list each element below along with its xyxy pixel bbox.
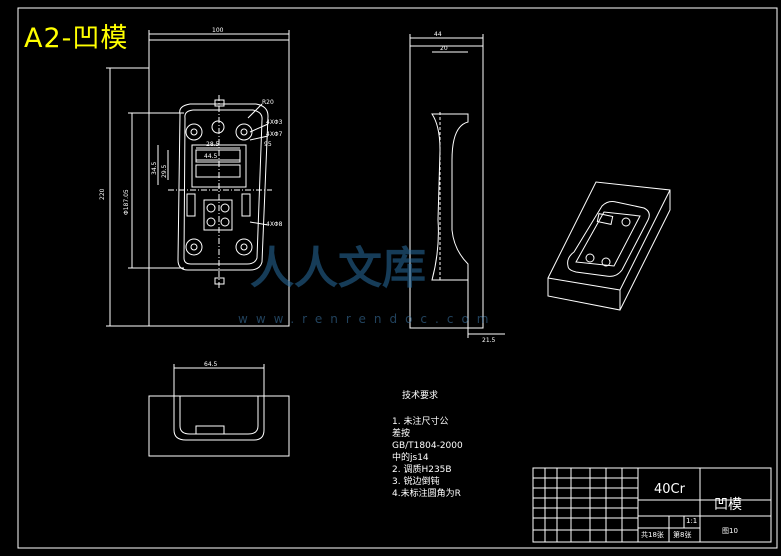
dim-side-20: 20 — [440, 45, 448, 52]
dim-bottom-64: 64.5 — [204, 361, 218, 368]
front-view — [106, 30, 290, 327]
notes-item: 中的js14 — [392, 453, 429, 463]
dim-44-5: 44.5 — [204, 153, 218, 160]
sheet-border — [17, 7, 778, 549]
side-view — [409, 34, 505, 338]
technical-notes: 技术要求 1. 未注尺寸公 差按 GB/T1804-2000 中的js14 2.… — [392, 390, 463, 500]
dim-hole-4x-b: 4XΦ7 — [266, 131, 283, 138]
dim-hole-4x-a: 4XΦ3 — [266, 119, 283, 126]
dim-34-5: 34.5 — [151, 161, 158, 175]
title-block-part-name: 凹模 — [714, 497, 742, 513]
title-block-scale: 1:1 — [686, 517, 698, 525]
dim-95: 95 — [264, 141, 272, 148]
notes-heading: 技术要求 — [402, 391, 439, 401]
title-block — [532, 467, 772, 543]
notes-item: 2. 调质H235B — [392, 465, 452, 475]
title-block-drawing-no: 图10 — [722, 527, 738, 535]
title-block-sheet-total: 共18张 — [641, 531, 664, 539]
notes-item: 4.未标注圆角为R — [392, 489, 461, 499]
notes-item: 差按 — [392, 429, 411, 439]
dim-width-top: 100 — [212, 27, 224, 34]
notes-item: 3. 锐边倒钝 — [392, 477, 440, 487]
title-block-material: 40Cr — [654, 482, 685, 497]
dim-28-5: 28.5 — [206, 141, 220, 148]
watermark-text: 人人文库 — [250, 243, 426, 294]
dim-side-bottom: 21.5 — [482, 337, 496, 344]
notes-item: GB/T1804-2000 — [392, 441, 463, 451]
dim-height-inner: Φ187.05 — [123, 189, 130, 215]
watermark-url: www.renrendoc.com — [238, 312, 497, 326]
dim-height-left: 220 — [99, 188, 106, 200]
bottom-view — [148, 364, 290, 457]
notes-item: 1. 未注尺寸公 — [392, 417, 449, 427]
dim-r20: R20 — [262, 99, 274, 106]
sheet-title: A2-凹模 — [24, 23, 129, 54]
iso-view — [547, 181, 671, 311]
dim-side-44: 44 — [434, 31, 442, 38]
dim-hole-4x-c: 4XΦ8 — [266, 221, 283, 228]
title-block-sheet-no: 第8张 — [673, 531, 692, 539]
dim-29-5: 29.5 — [161, 164, 168, 178]
